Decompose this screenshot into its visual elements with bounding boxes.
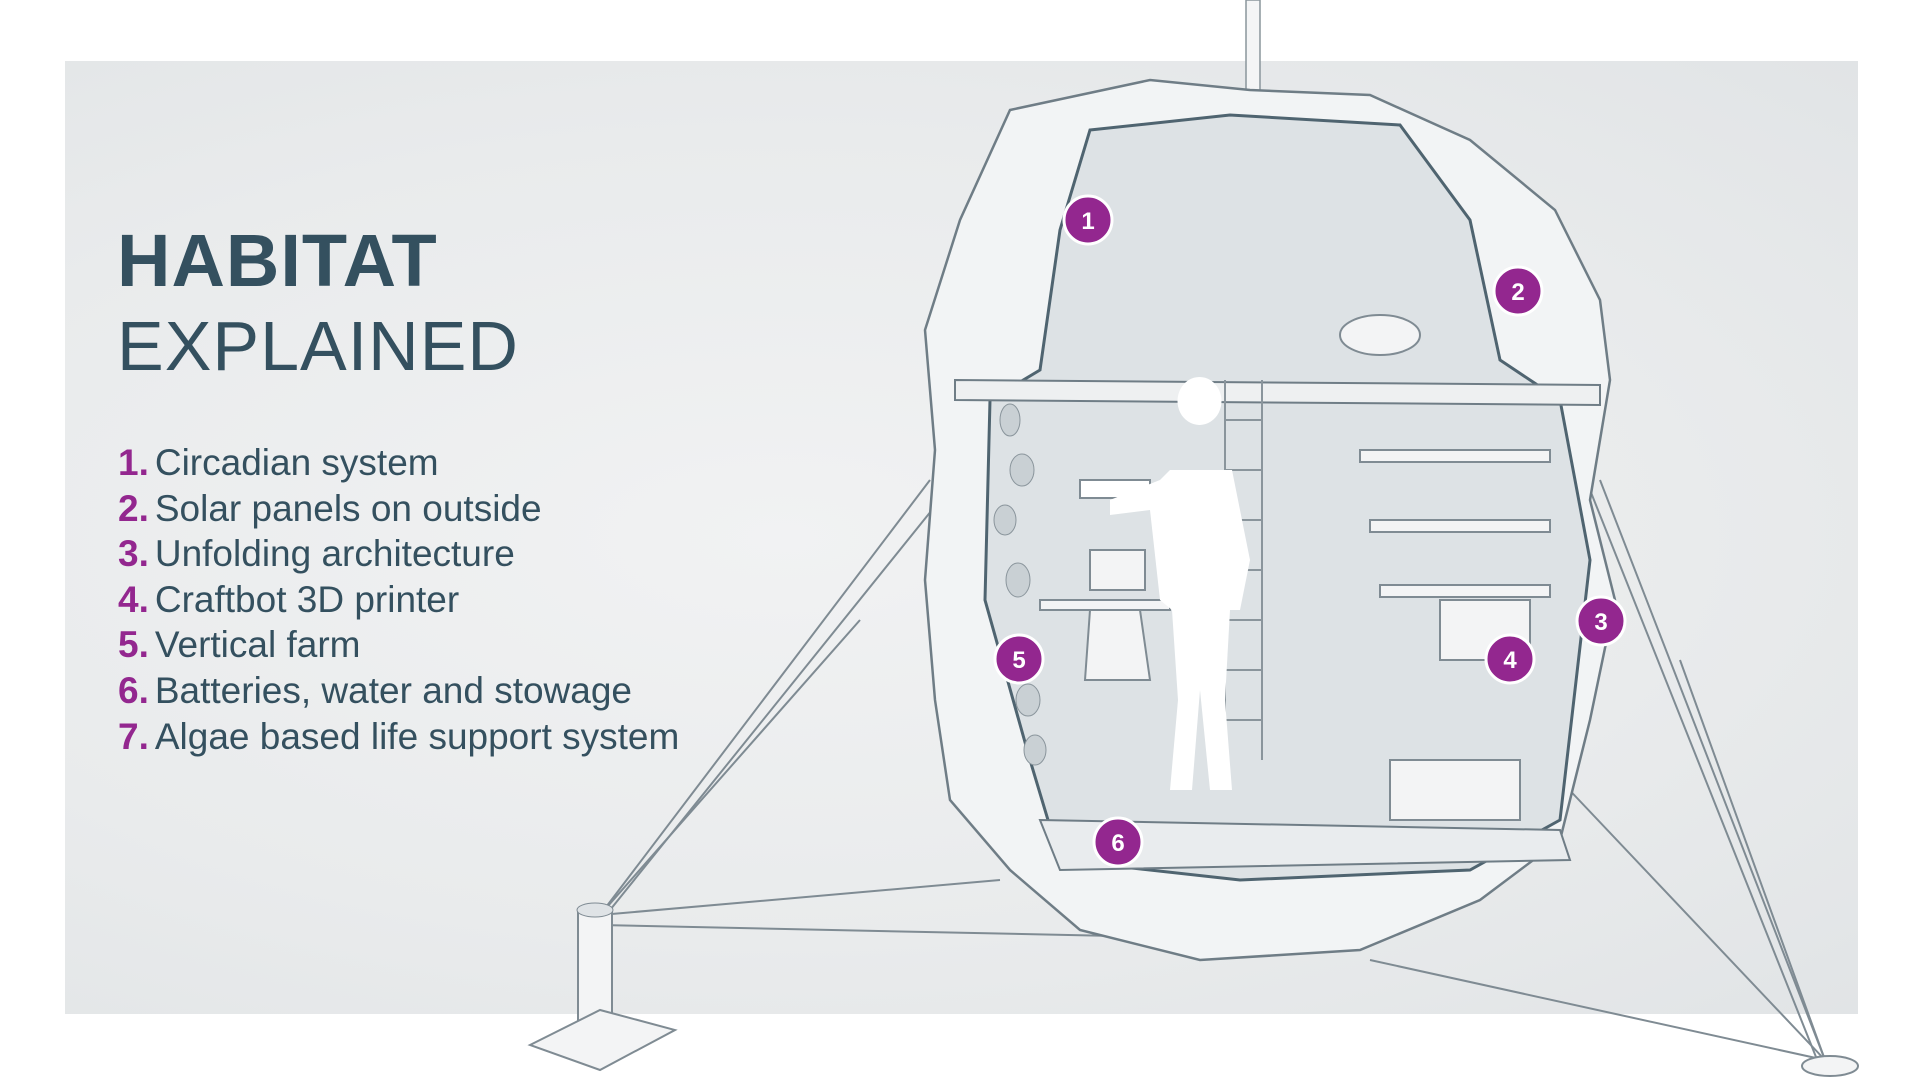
legend-label: Circadian system: [154, 442, 439, 483]
legend-label: Craftbot 3D printer: [154, 578, 460, 620]
svg-text:2: 2: [1511, 279, 1524, 306]
heading-habitat: HABITAT: [117, 219, 438, 302]
legend-item: 4.Craftbot 3D printer: [118, 577, 679, 623]
legend-item: 5.Vertical farm: [118, 622, 679, 668]
legend-item: 7.Algae based life support system: [118, 714, 679, 760]
heading-explained: EXPLAINED: [117, 307, 519, 385]
marker-3: 3: [1575, 595, 1627, 647]
svg-text:1: 1: [1081, 208, 1094, 235]
antenna-mast: [1245, 0, 1261, 96]
legend-number: 7.: [118, 715, 149, 757]
legend-number: 4.: [118, 578, 149, 620]
legend-label: Vertical farm: [154, 624, 361, 666]
legend-number: 6.: [118, 669, 149, 711]
legend-label: Solar panels on outside: [154, 487, 542, 529]
legend-item: 1.Circadian system: [118, 440, 679, 486]
legend-label: Unfolding architecture: [154, 533, 515, 575]
svg-text:6: 6: [1111, 830, 1124, 857]
marker-6: 6: [1092, 816, 1144, 868]
vertical-farm-plants: [993, 403, 1047, 766]
svg-text:5: 5: [1012, 647, 1025, 674]
landing-legs: [599, 479, 1826, 1063]
sleeping-roll: [1339, 314, 1421, 356]
upper-floor: [954, 378, 1601, 407]
legend-number: 5.: [118, 624, 149, 666]
marker-4: 4: [1484, 633, 1536, 685]
bookshelves: [1359, 449, 1551, 821]
legend-number: 2.: [118, 487, 149, 529]
landing-foot-left: [527, 902, 678, 1072]
legend-item: 3.Unfolding architecture: [118, 531, 679, 577]
desk-and-chair: [1039, 479, 1171, 681]
legend-label: Algae based life support system: [154, 715, 680, 757]
svg-text:4: 4: [1503, 647, 1517, 674]
landing-foot-right: [1801, 1055, 1859, 1077]
lower-floor: [1038, 818, 1572, 872]
marker-1: 1: [1062, 194, 1114, 246]
legend-item: 2.Solar panels on outside: [118, 486, 679, 532]
legend-number: 1.: [118, 442, 149, 483]
legend-number: 3.: [118, 533, 149, 575]
legend-label: Batteries, water and stowage: [154, 669, 633, 711]
legend-item: 6.Batteries, water and stowage: [118, 668, 679, 714]
svg-text:3: 3: [1594, 609, 1607, 636]
human-silhouette: [1110, 377, 1250, 790]
marker-2: 2: [1492, 265, 1544, 317]
legend-list: 1.Circadian system 2.Solar panels on out…: [118, 440, 679, 759]
marker-5: 5: [993, 633, 1045, 685]
